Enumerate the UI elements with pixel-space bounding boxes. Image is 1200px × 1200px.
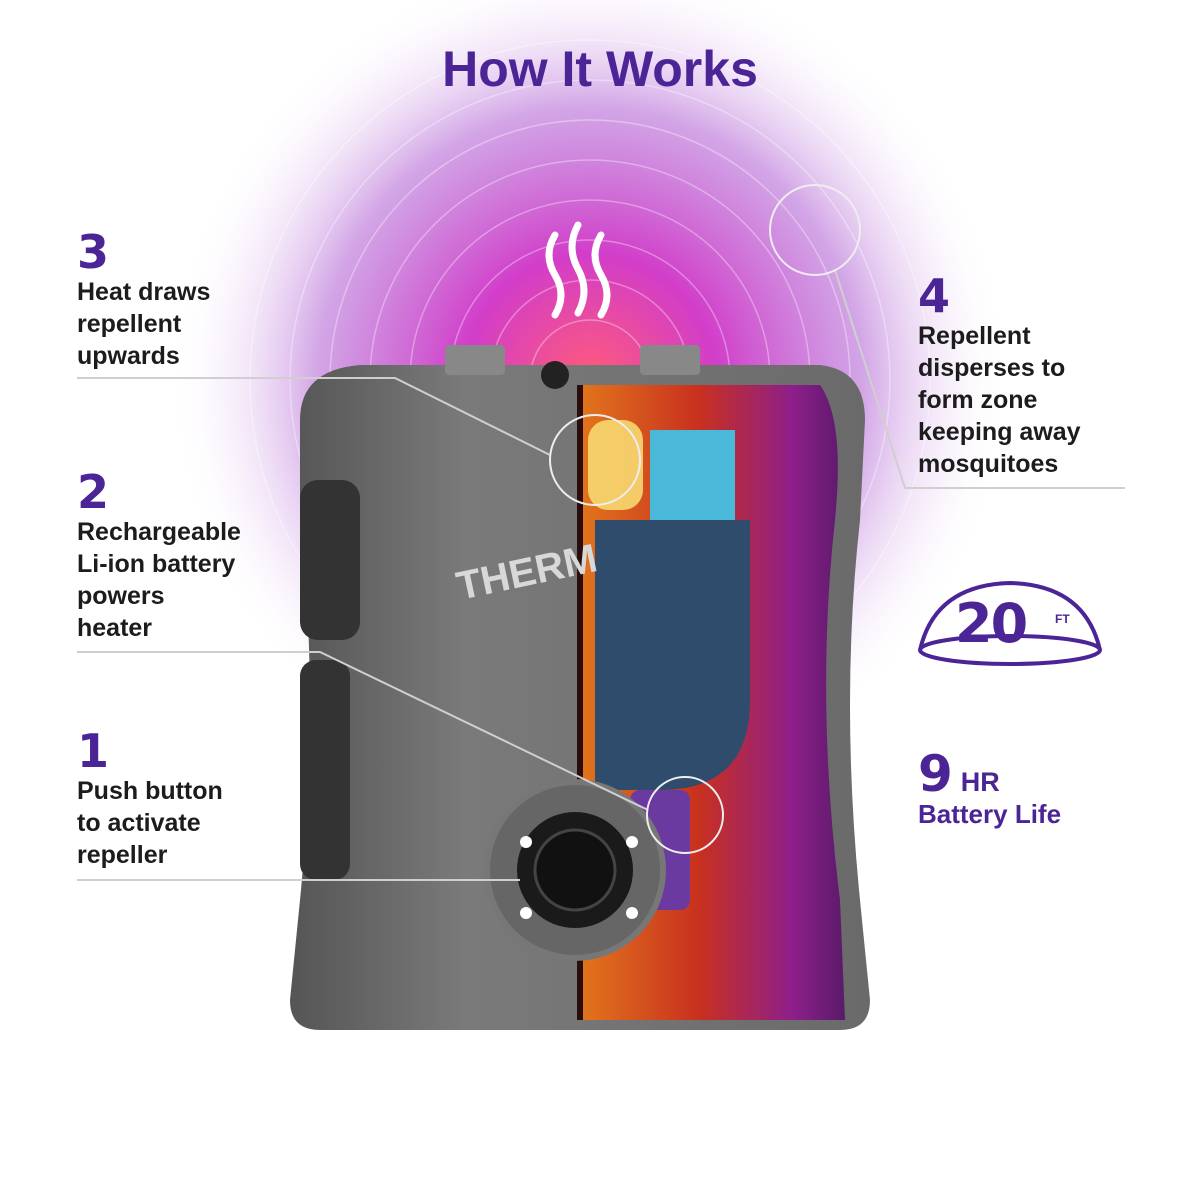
step-3: 3 Heat draws repellent upwards — [77, 225, 211, 370]
step-1: 1 Push button to activate repeller — [77, 724, 223, 869]
step-2: 2 Rechargeable Li-ion battery powers hea… — [77, 465, 241, 642]
range-unit: FT — [1055, 612, 1070, 626]
range-value: 20 — [955, 592, 1028, 655]
range-badge: 20 FT — [915, 580, 1105, 670]
heat-waves-icon — [545, 221, 611, 319]
callout-lines — [77, 184, 1125, 881]
dome-icon — [918, 580, 1102, 666]
step-4: 4 Repellent disperses to form zone keepi… — [918, 269, 1081, 478]
repellent-cartridge — [650, 430, 735, 525]
page-title: How It Works — [442, 41, 758, 97]
